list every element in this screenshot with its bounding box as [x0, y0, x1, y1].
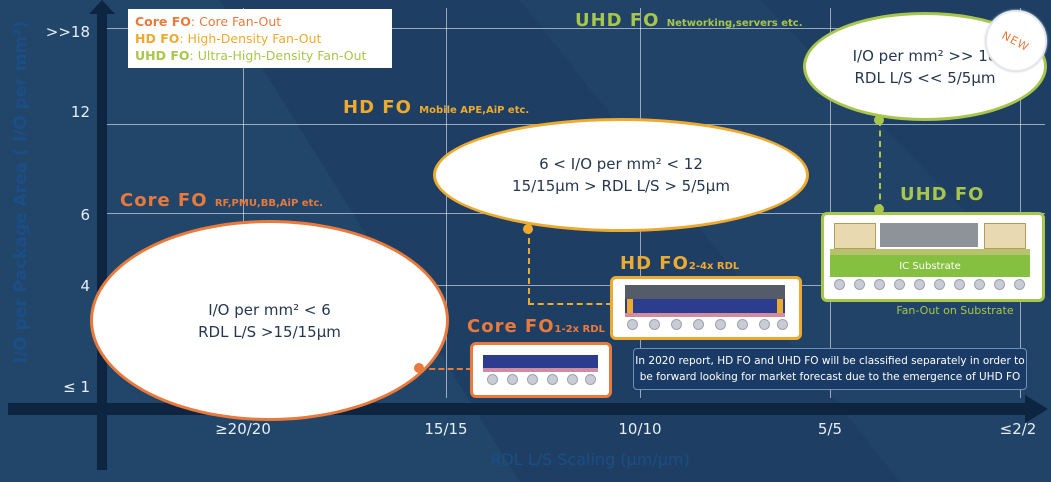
hd-mold: [625, 299, 785, 313]
grid-line-h-1: [105, 28, 1045, 29]
solder-ball: [527, 374, 538, 385]
legend-item-uhd: UHD FO: Ultra-High-Density Fan-Out: [135, 48, 367, 63]
uhd-package-caption: Fan-Out on Substrate: [896, 304, 1014, 317]
y-axis-title: I/O per Package Area ( I/O per mm²): [11, 17, 35, 367]
uhd-ellipse-line2: RDL L/S << 5/5µm: [854, 68, 996, 87]
solder-ball: [693, 319, 704, 330]
x-tick-label: 15/15: [424, 420, 468, 438]
solder-ball: [974, 279, 985, 290]
uhd-ellipse-line1: I/O per mm² >> 18: [852, 46, 998, 65]
solder-ball: [737, 319, 748, 330]
grid-line-v-1: [243, 8, 244, 398]
x-axis-title: RDL L/S Scaling (µm/µm): [490, 450, 690, 469]
x-tick-label: ≥20/20: [215, 420, 271, 438]
uhd-fo-layer: [830, 249, 1030, 255]
note-line1: In 2020 report, HD FO and UHD FO will be…: [635, 355, 1025, 367]
hd-rdl: [625, 313, 785, 317]
hd-package-title: HD FO2-4x RDL: [620, 253, 740, 274]
note-line2: be forward looking for market forecast d…: [639, 371, 1021, 383]
core-ellipse-line1: I/O per mm² < 6: [208, 300, 331, 319]
hd-ellipse: 6 < I/O per mm² < 12 15/15µm > RDL L/S >…: [433, 118, 809, 232]
hd-ellipse-line2: 15/15µm > RDL L/S > 5/5µm: [512, 177, 730, 195]
y-tick-label: 4: [80, 277, 90, 295]
core-package: [470, 342, 612, 398]
hd-region-title: HD FO Mobile APE,AiP etc.: [343, 97, 530, 118]
uhd-connector: [879, 120, 881, 210]
solder-ball: [854, 279, 865, 290]
new-badge-text: NEW: [1000, 28, 1032, 54]
solder-ball: [777, 319, 788, 330]
solder-ball: [894, 279, 905, 290]
core-die: [483, 355, 598, 368]
solder-ball: [715, 319, 726, 330]
hd-connector-v: [528, 228, 530, 304]
y-tick-label: ≤ 1: [63, 378, 90, 396]
legend-item-hd: HD FO: High-Density Fan-Out: [135, 31, 322, 46]
solder-ball: [487, 374, 498, 385]
hd-die: [625, 285, 785, 299]
core-ellipse-line2: RDL L/S >15/15µm: [198, 322, 341, 341]
solder-ball: [547, 374, 558, 385]
x-tick-label: 10/10: [618, 420, 662, 438]
uhd-package: IC Substrate: [821, 212, 1045, 302]
solder-ball: [671, 319, 682, 330]
core-region-title: Core FO RF,PMU,BB,AiP etc.: [120, 190, 324, 211]
core-rdl: [483, 368, 598, 372]
hd-connector-dot: [523, 224, 533, 234]
uhd-connector-dot-bottom: [874, 204, 884, 214]
uhd-chip-right: [984, 223, 1026, 249]
x-tick-label: ≤2/2: [999, 420, 1037, 438]
core-ellipse: I/O per mm² < 6 RDL L/S >15/15µm: [90, 220, 449, 421]
hd-side-right: [777, 299, 783, 313]
solder-ball: [874, 279, 885, 290]
solder-ball: [507, 374, 518, 385]
solder-ball: [567, 374, 578, 385]
y-tick-label: 12: [70, 103, 90, 121]
solder-ball: [1014, 279, 1025, 290]
uhd-connector-dot-top: [874, 115, 884, 125]
uhd-package-title: UHD FO: [900, 184, 985, 205]
solder-ball: [834, 279, 845, 290]
new-badge: NEW: [985, 10, 1047, 72]
solder-ball: [914, 279, 925, 290]
y-tick-label: 6: [80, 206, 90, 224]
hd-package: [610, 276, 802, 340]
solder-ball: [585, 374, 596, 385]
core-package-title: Core FO1-2x RDL: [467, 316, 605, 337]
grid-line-v-4: [830, 8, 831, 398]
core-connector: [420, 368, 472, 370]
uhd-region-title: UHD FO Networking,servers etc.: [575, 10, 803, 31]
solder-ball: [627, 319, 638, 330]
hd-side-left: [627, 299, 633, 313]
uhd-substrate-label: IC Substrate: [899, 260, 961, 272]
uhd-chip-left: [834, 223, 876, 249]
x-tick-label: 5/5: [817, 420, 843, 438]
y-tick-label: >>18: [45, 23, 90, 41]
hd-connector-h: [528, 303, 612, 305]
solder-ball: [934, 279, 945, 290]
legend: Core FO: Core Fan-Out HD FO: High-Densit…: [128, 9, 392, 68]
hd-ellipse-line1: 6 < I/O per mm² < 12: [539, 155, 703, 173]
y-axis-title-text: I/O per Package Area ( I/O per mm²): [11, 20, 31, 364]
core-connector-dot: [414, 363, 424, 373]
solder-ball: [954, 279, 965, 290]
uhd-chip-center: [880, 223, 978, 247]
solder-ball: [649, 319, 660, 330]
grid-line-v-2: [446, 8, 447, 398]
uhd-substrate: IC Substrate: [830, 255, 1030, 277]
legend-item-core: Core FO: Core Fan-Out: [135, 14, 282, 29]
solder-ball: [994, 279, 1005, 290]
note-box: In 2020 report, HD FO and UHD FO will be…: [633, 348, 1027, 390]
grid-line-v-5: [1020, 8, 1021, 398]
solder-ball: [759, 319, 770, 330]
grid-line-h-4: [105, 285, 1045, 286]
